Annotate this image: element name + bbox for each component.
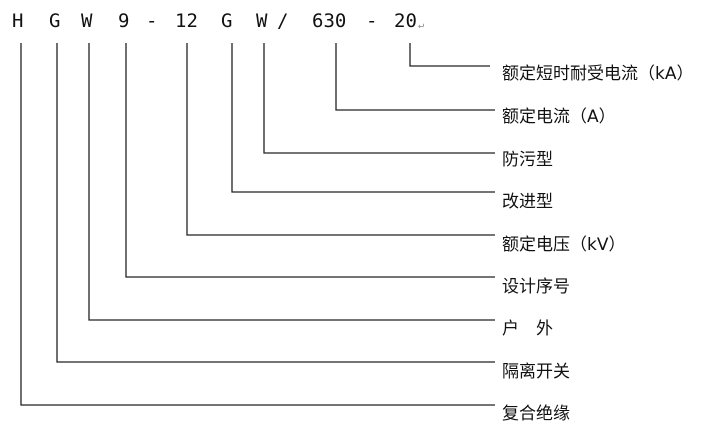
code-w2: W [256, 10, 268, 32]
code-w: W [81, 10, 93, 32]
label-improved: 改进型 [502, 192, 553, 212]
label-disconnector: 隔离开关 [502, 362, 570, 382]
connector-line-6 [88, 43, 495, 321]
connector-line-5 [125, 43, 495, 278]
label-rated-current: 额定电流（A） [502, 107, 616, 127]
label-short-time-current: 额定短时耐受电流（kA） [502, 64, 694, 84]
connector-line-2 [263, 43, 495, 154]
label-design-number: 设计序号 [502, 277, 570, 297]
code-12: 12 [175, 10, 198, 32]
code-g: G [49, 10, 61, 32]
connector-line-8 [20, 43, 495, 406]
connector-line-1 [335, 43, 495, 111]
code-20: 20 [394, 10, 417, 32]
code-9: 9 [118, 10, 130, 32]
code-h: H [12, 10, 24, 32]
return-mark: ↵ [418, 20, 425, 31]
label-outdoor: 户 外 [502, 319, 553, 339]
connector-line-7 [56, 43, 495, 363]
code-g2: G [221, 10, 233, 32]
label-anti-pollution: 防污型 [502, 150, 553, 170]
code-dash-2: - [366, 10, 378, 32]
code-630: 630 [312, 10, 347, 32]
label-composite-insulation: 复合绝缘 [502, 404, 570, 424]
code-dash-1: - [146, 10, 158, 32]
label-rated-voltage: 额定电压（kV） [502, 235, 626, 255]
connector-line-0 [409, 43, 490, 67]
connector-line-4 [186, 43, 495, 236]
code-slash: / [277, 10, 289, 32]
connector-line-3 [231, 43, 495, 193]
